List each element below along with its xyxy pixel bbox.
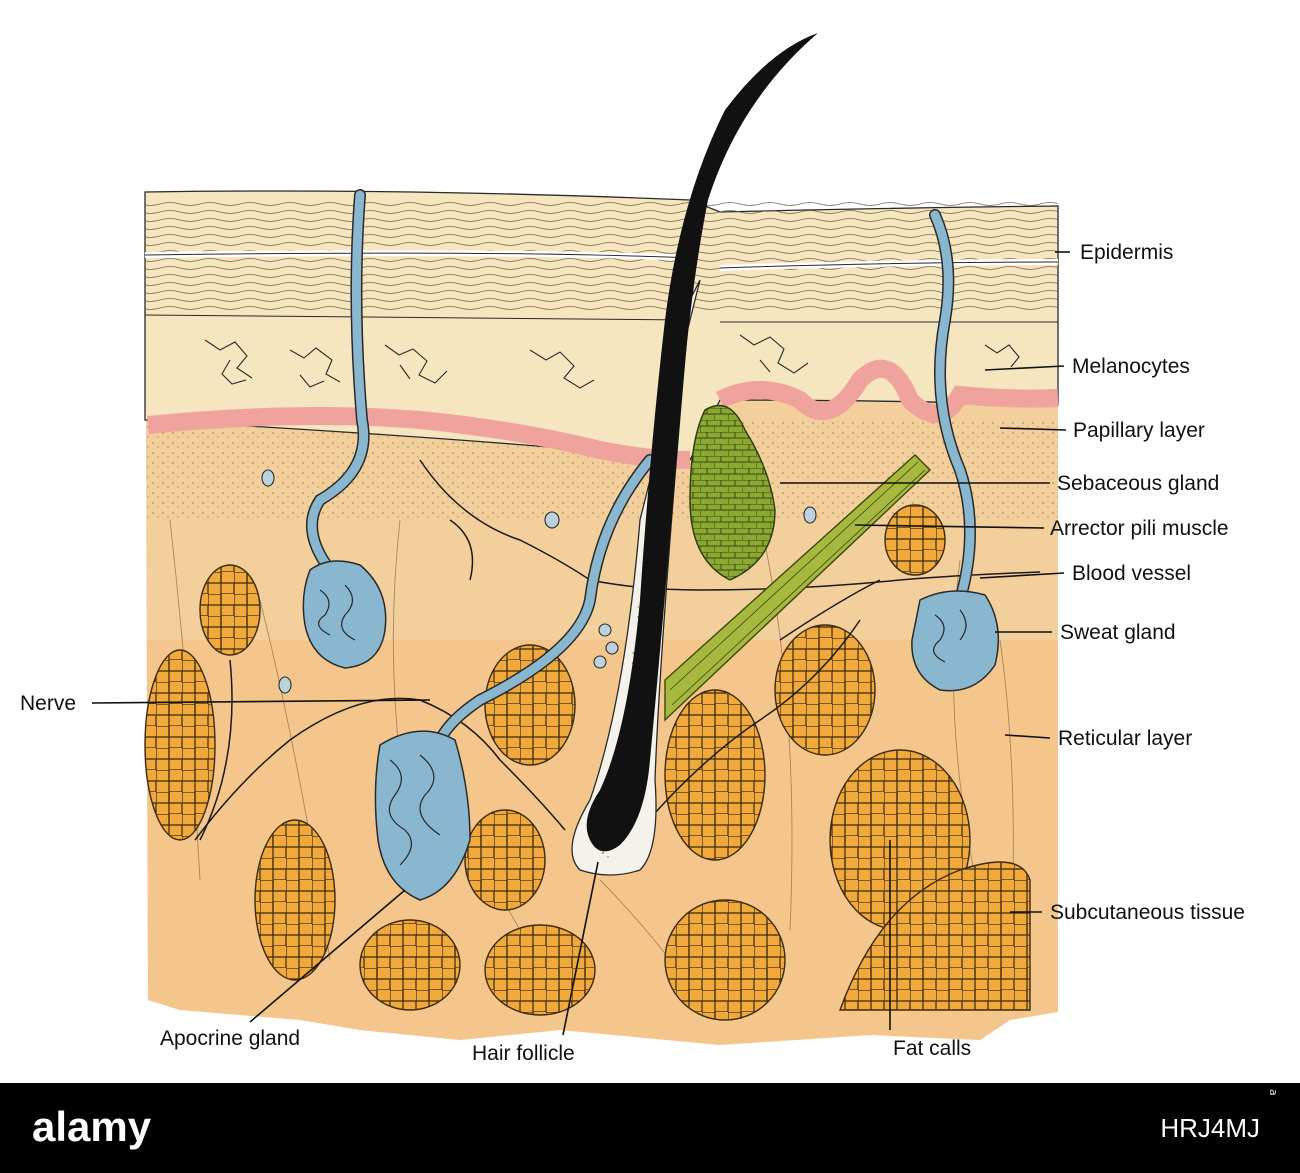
label-papillary-layer: Papillary layer bbox=[1073, 419, 1205, 442]
image-id: HRJ4MJ bbox=[1160, 1113, 1260, 1143]
fat-cells bbox=[144, 504, 1031, 1021]
stock-mark: a bbox=[1267, 1089, 1280, 1096]
melanocyte-cells bbox=[204, 334, 1020, 389]
label-apocrine-gland: Apocrine gland bbox=[160, 1027, 300, 1050]
leader-lines bbox=[91, 251, 1070, 1036]
hair-shaft bbox=[586, 33, 818, 852]
label-blood-vessel: Blood vessel bbox=[1072, 562, 1191, 585]
label-fat-cells: Fat calls bbox=[893, 1037, 971, 1060]
label-melanocytes: Melanocytes bbox=[1072, 355, 1190, 378]
label-nerve: Nerve bbox=[20, 692, 76, 715]
sweat-ducts bbox=[306, 189, 976, 746]
epidermis-layer bbox=[144, 190, 1059, 469]
vessel-sections bbox=[261, 469, 817, 694]
diagram-labels: Epidermis Melanocytes Papillary layer Se… bbox=[20, 241, 1245, 1065]
label-sweat-gland: Sweat gland bbox=[1060, 621, 1176, 644]
sweat-gland-coils bbox=[302, 560, 1000, 901]
label-subcutaneous-tissue: Subcutaneous tissue bbox=[1050, 901, 1245, 924]
label-sebaceous-gland: Sebaceous gland bbox=[1057, 472, 1219, 495]
sebaceous-gland bbox=[689, 404, 776, 581]
nerve-and-vessels bbox=[194, 459, 1041, 841]
stock-footer-bar: alamy HRJ4MJ a bbox=[0, 1083, 1300, 1173]
alamy-logo: alamy bbox=[32, 1103, 152, 1150]
arrector-pili-muscle bbox=[664, 454, 932, 722]
blood-vessel-line bbox=[419, 459, 1041, 591]
label-hair-follicle: Hair follicle bbox=[472, 1042, 575, 1065]
label-arrector-pili-muscle: Arrector pili muscle bbox=[1050, 517, 1229, 540]
label-reticular-layer: Reticular layer bbox=[1058, 727, 1192, 750]
label-epidermis: Epidermis bbox=[1080, 241, 1173, 264]
apocrine-gland-coil bbox=[374, 730, 471, 901]
